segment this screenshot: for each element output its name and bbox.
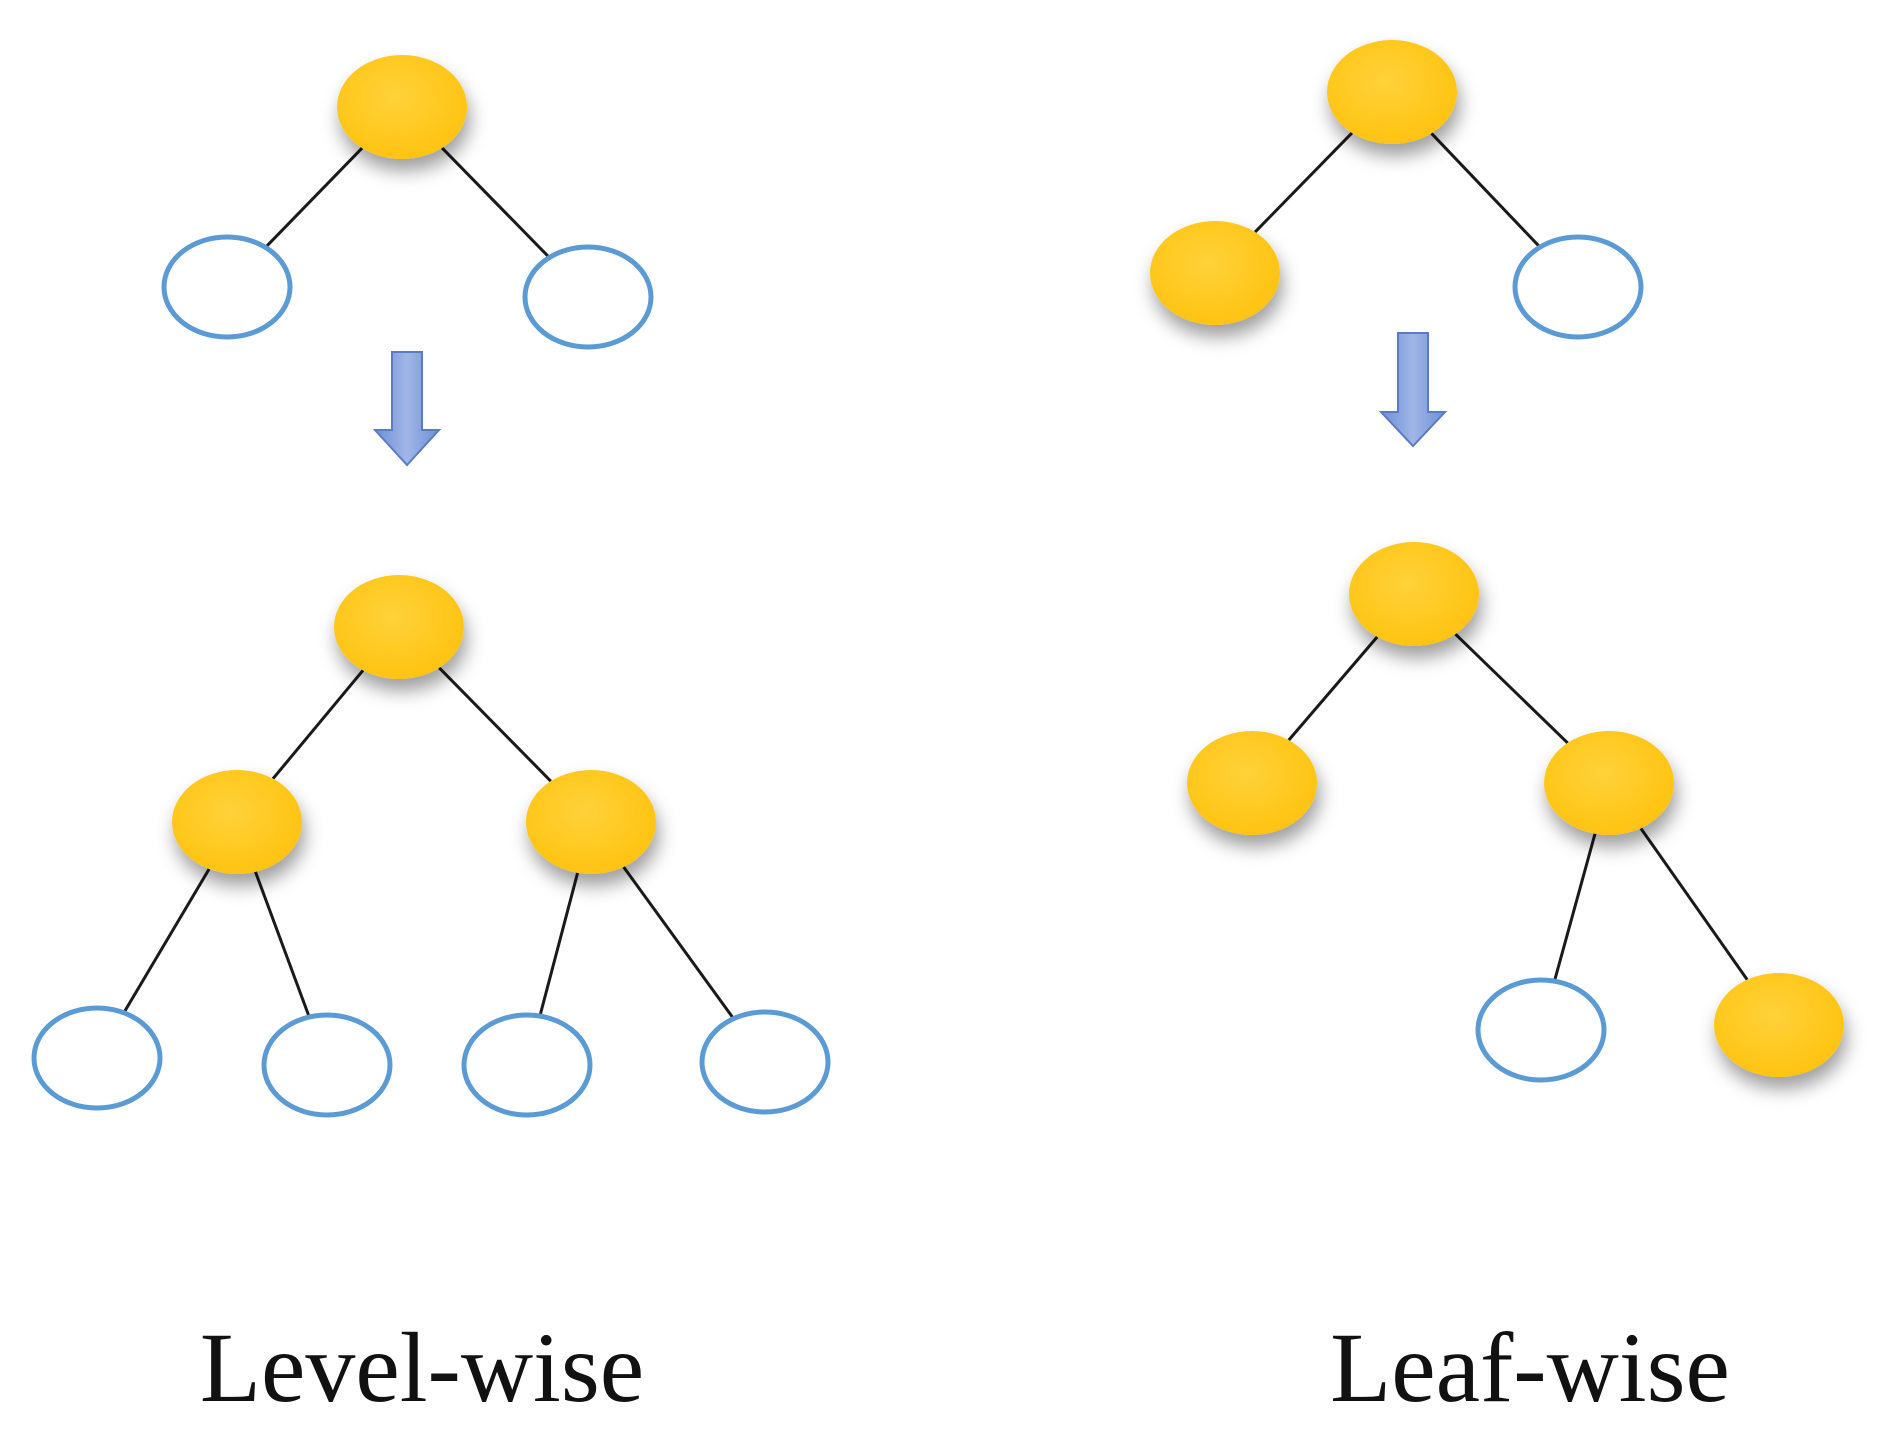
tree-edge — [123, 868, 211, 1012]
tree-edge — [1253, 131, 1354, 234]
tree-edge — [254, 871, 310, 1016]
leaf-node — [522, 244, 654, 350]
tree-edge — [1430, 132, 1540, 247]
split-node — [1544, 731, 1674, 835]
level-wise-caption: Level-wise — [199, 1312, 645, 1423]
split-node — [1187, 731, 1317, 835]
split-node — [337, 55, 467, 159]
leaf-node — [31, 1005, 163, 1111]
leaf-node — [1512, 234, 1644, 340]
down-arrow-icon — [1378, 332, 1448, 448]
tree-edge — [622, 866, 734, 1018]
level-wise-before-tree — [161, 55, 654, 350]
leaf-wise-before-tree — [1150, 40, 1644, 340]
level-wise-after-tree — [31, 575, 831, 1118]
split-node — [1327, 40, 1457, 144]
leaf-node — [261, 1012, 393, 1118]
split-node — [172, 770, 302, 874]
tree-edge — [1287, 635, 1379, 742]
leaf-node — [699, 1009, 831, 1115]
leaf-wise-panel — [1150, 40, 1844, 1083]
leaf-node — [461, 1012, 593, 1118]
split-node — [1150, 221, 1280, 325]
leaf-node — [161, 234, 293, 340]
split-node — [1349, 542, 1479, 646]
tree-edge — [538, 872, 580, 1015]
tree-edge — [1639, 827, 1749, 981]
leaf-node — [1475, 977, 1607, 1083]
tree-edge — [1454, 633, 1569, 744]
level-wise-arrow — [372, 351, 442, 467]
split-node — [334, 575, 464, 679]
leaf-wise-caption: Leaf-wise — [1330, 1312, 1730, 1423]
tree-edge — [1553, 833, 1597, 980]
tree-edge — [441, 146, 549, 258]
split-node — [526, 770, 656, 874]
leaf-wise-after-tree — [1187, 542, 1844, 1083]
split-node — [1714, 973, 1844, 1077]
down-arrow-icon — [372, 351, 442, 467]
tree-edge — [438, 666, 552, 783]
tree-edge — [265, 147, 364, 247]
level-wise-panel — [31, 55, 831, 1118]
leaf-wise-arrow — [1378, 332, 1448, 448]
tree-edge — [271, 669, 365, 780]
